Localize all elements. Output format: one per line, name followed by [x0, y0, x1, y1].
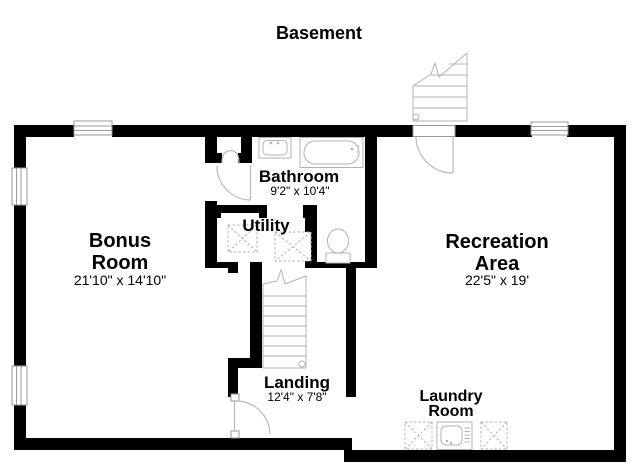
walls — [14, 125, 626, 462]
bathroom-label: Bathroom — [259, 167, 339, 186]
window-left-upper — [11, 167, 28, 206]
bonus-room-label: Bonus — [89, 230, 151, 252]
window-left-lower — [11, 365, 28, 406]
dryer — [480, 421, 508, 450]
bathtub — [299, 137, 364, 168]
window-top-recreation — [530, 121, 569, 136]
bonus-room-label-2: Room — [92, 252, 149, 274]
interior-staircase — [262, 268, 307, 369]
laundry-room-label: Laundry — [419, 388, 482, 405]
window-top-bonus — [73, 120, 113, 136]
exterior-staircase — [412, 52, 468, 122]
bathroom-dims: 9'2" x 10'4" — [270, 184, 329, 198]
recreation-area-label: Recreation — [445, 231, 548, 253]
laundry-room-label-2: Room — [428, 403, 473, 420]
vanity-sink — [258, 137, 292, 159]
recreation-area-dims: 22'5" x 19' — [465, 272, 529, 288]
entry-door-recreation — [412, 125, 456, 174]
plan-title: Basement — [276, 23, 362, 43]
bathroom-door — [216, 165, 252, 201]
washer — [404, 421, 433, 450]
toilet — [325, 228, 351, 264]
closet-double-doors — [221, 149, 240, 164]
laundry-sink — [436, 421, 473, 450]
bonus-room-dims: 21'10" x 14'10" — [74, 272, 166, 288]
recreation-area-label-2: Area — [475, 253, 520, 275]
utility-label: Utility — [242, 216, 290, 235]
landing-label: Landing — [264, 373, 330, 392]
water-heater — [227, 224, 258, 253]
landing-dims: 12'4" x 7'8" — [267, 390, 326, 404]
furnace — [274, 231, 312, 262]
bonus-landing-door — [230, 393, 271, 439]
